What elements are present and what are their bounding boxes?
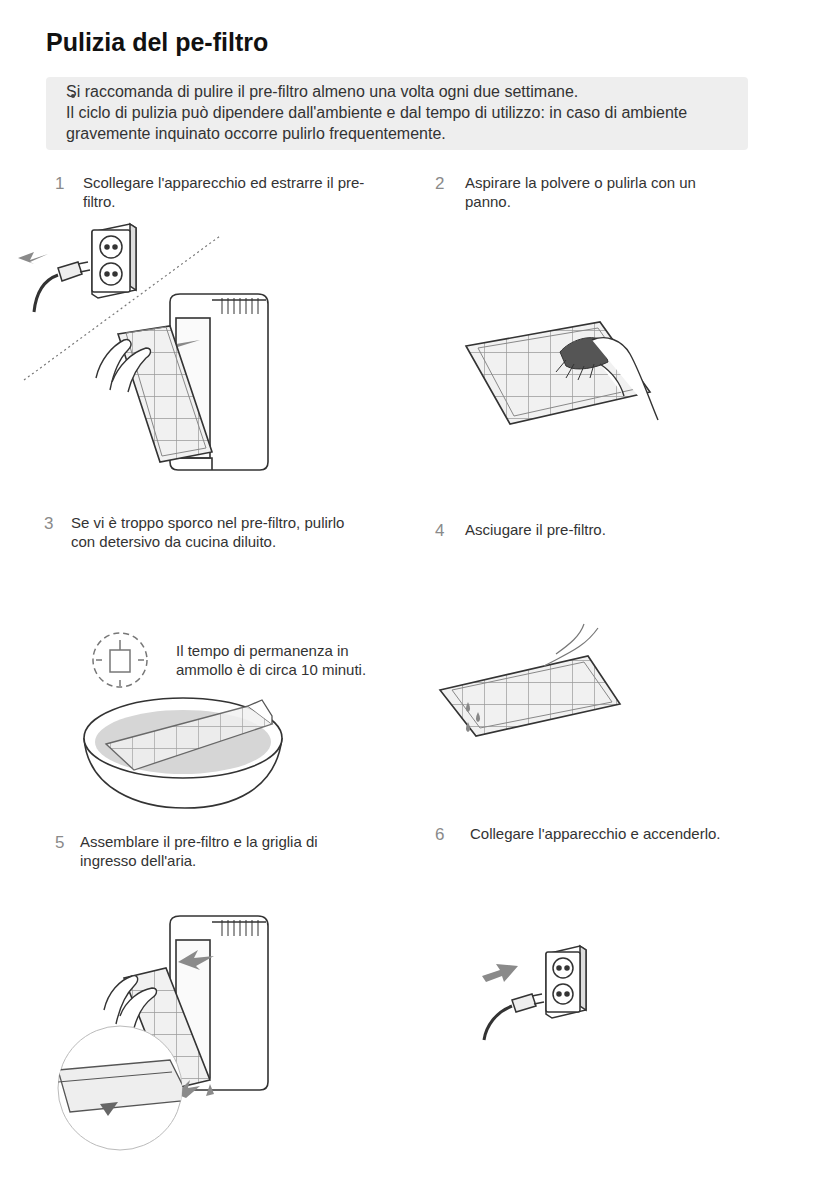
note-text-box: Il tempo di permanenza in ammollo è di c… xyxy=(176,641,391,679)
step-text-box: Asciugare il pre-filtro. xyxy=(465,520,765,539)
step-number-box: 3 xyxy=(44,514,64,534)
step-text: Scollegare l'apparecchio ed estrarre il … xyxy=(83,173,375,211)
step-text-box: Collegare l'apparecchio e accenderlo. xyxy=(470,824,790,843)
socket-plug xyxy=(484,946,586,1040)
step-number-box: 1 xyxy=(55,174,75,194)
step-text: Assemblare il pre-filtro e la griglia di… xyxy=(80,832,360,870)
page-title: Pulizia del pe-filtro xyxy=(46,27,268,57)
step-number-box: 4 xyxy=(435,521,455,541)
note-text: Il tempo di permanenza in ammollo è di c… xyxy=(176,641,391,679)
bullet-dot xyxy=(71,94,75,98)
step-number: 1 xyxy=(55,174,75,194)
step-text: Aspirare la polvere o pulirla con un pan… xyxy=(465,173,733,211)
step-text-box: Assemblare il pre-filtro e la griglia di… xyxy=(80,832,360,870)
step-number-box: 5 xyxy=(55,833,75,853)
timer-icon xyxy=(93,633,147,687)
note-text: Si raccomanda di pulire il pre-filtro al… xyxy=(66,81,732,102)
note-band: Si raccomanda di pulire il pre-filtro al… xyxy=(46,77,748,150)
step-text: Asciugare il pre-filtro. xyxy=(465,520,765,539)
step-number: 3 xyxy=(44,514,64,534)
step-number: 6 xyxy=(435,825,455,845)
basin xyxy=(84,698,282,808)
step-text: Collegare l'apparecchio e accenderlo. xyxy=(470,824,790,843)
filter-brush xyxy=(466,322,658,424)
note-text: Il ciclo di pulizia può dipendere dall'a… xyxy=(66,102,732,144)
arrow xyxy=(18,252,48,264)
detail-inset xyxy=(58,1026,190,1150)
arrow xyxy=(178,950,214,970)
socket-unplug xyxy=(34,224,136,312)
arrow xyxy=(482,964,518,982)
step-text-box: Aspirare la polvere o pulirla con un pan… xyxy=(465,173,733,211)
step-number: 2 xyxy=(435,174,455,194)
step-text-box: Se vi è troppo sporco nel pre-filtro, pu… xyxy=(71,513,361,551)
step-number: 5 xyxy=(55,833,75,853)
filter-dry xyxy=(440,624,620,736)
step-number: 4 xyxy=(435,521,455,541)
step-number-box: 6 xyxy=(435,825,455,845)
step-text: Se vi è troppo sporco nel pre-filtro, pu… xyxy=(71,513,361,551)
filter-held xyxy=(96,326,212,462)
step-number-box: 2 xyxy=(435,174,455,194)
title-box: Pulizia del pe-filtro xyxy=(46,27,268,57)
step-text-box: Scollegare l'apparecchio ed estrarre il … xyxy=(83,173,375,211)
